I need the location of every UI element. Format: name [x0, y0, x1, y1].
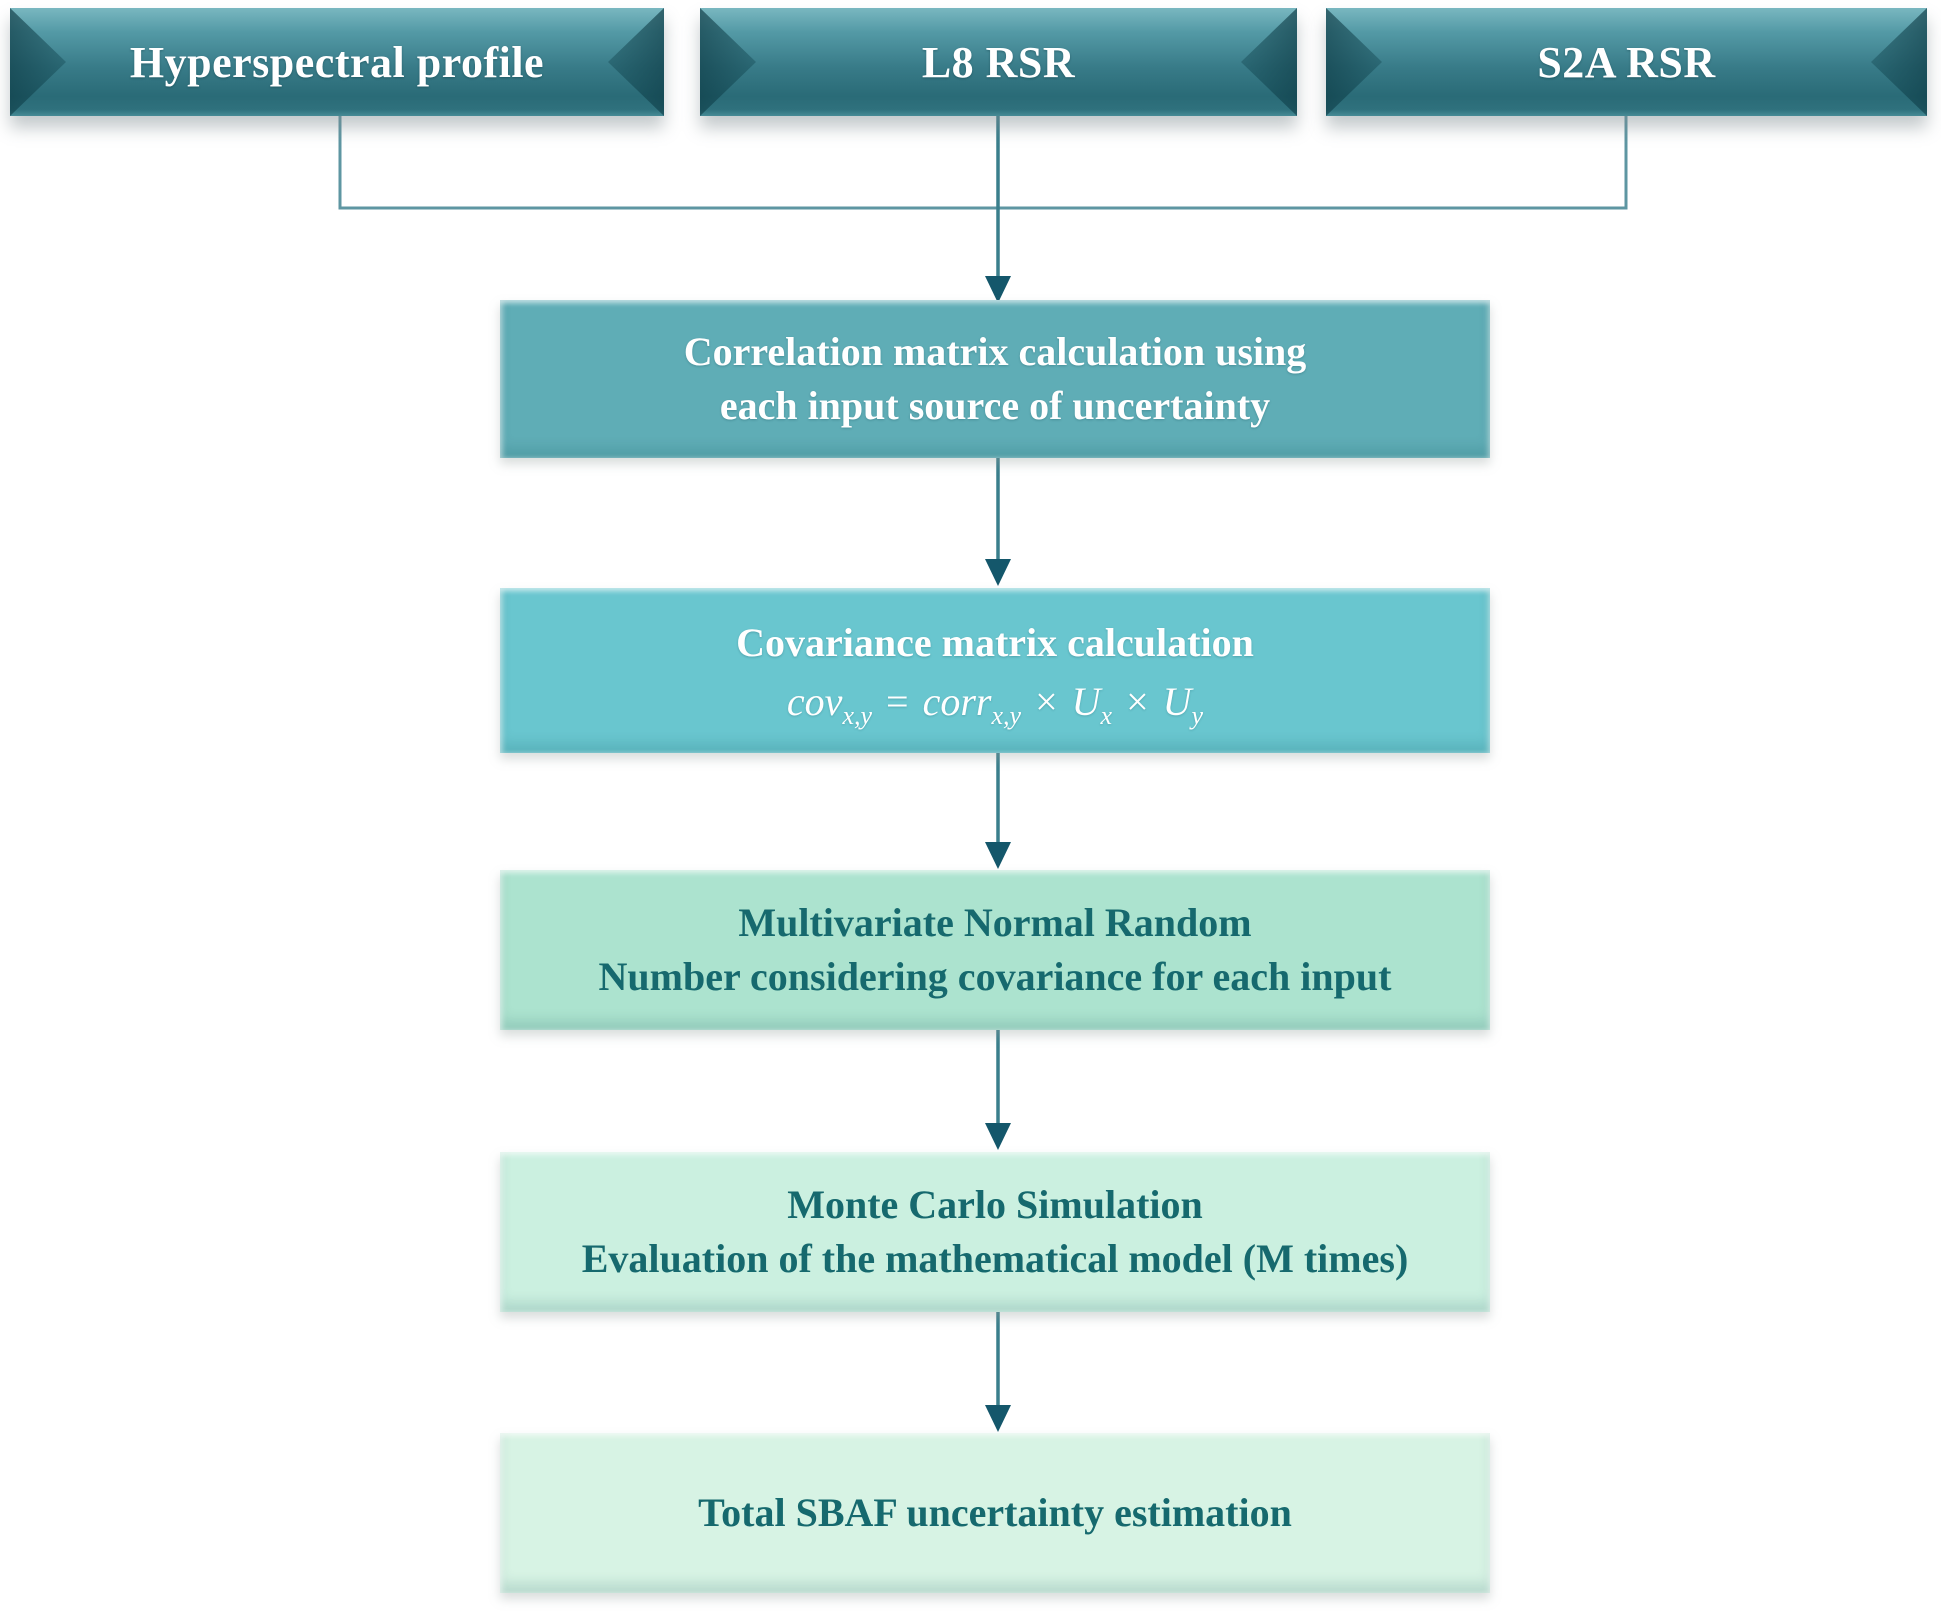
- input-box-label: S2A RSR: [1537, 37, 1716, 87]
- step-text-line: each input source of uncertainty: [719, 383, 1271, 428]
- formula-rhs-subscript: x,y: [991, 701, 1022, 730]
- formula-rhs: corr: [922, 679, 992, 724]
- formula-times: ×: [1126, 679, 1149, 724]
- input-box-l8-rsr: L8 RSR: [700, 8, 1297, 116]
- merge-connector-line: [338, 116, 1628, 210]
- step-text-line: Evaluation of the mathematical model (M …: [581, 1236, 1409, 1281]
- step-covariance-matrix: Covariance matrix calculation covx,y=cor…: [500, 588, 1490, 753]
- step-multivariate-normal-random: Multivariate Normal Random Number consid…: [500, 870, 1490, 1030]
- input-box-s2a-rsr: S2A RSR: [1326, 8, 1927, 116]
- input-box-label: L8 RSR: [921, 37, 1076, 87]
- formula-uy: U: [1162, 679, 1192, 724]
- formula-times: ×: [1035, 679, 1058, 724]
- formula-lhs: cov: [786, 679, 843, 724]
- formula-uy-subscript: y: [1191, 701, 1204, 730]
- step-text-line: Total SBAF uncertainty estimation: [698, 1490, 1292, 1535]
- step-correlation-matrix: Correlation matrix calculation using eac…: [500, 300, 1490, 458]
- input-box-hyperspectral-profile: Hyperspectral profile: [10, 8, 664, 116]
- step-text-line: Covariance matrix calculation: [736, 620, 1254, 665]
- step-total-sbaf-uncertainty: Total SBAF uncertainty estimation: [500, 1433, 1490, 1593]
- arrowhead-to-correlation: [985, 276, 1011, 303]
- step-text-line: Number considering covariance for each i…: [598, 954, 1392, 999]
- arrowhead-to-montecarlo: [985, 1123, 1011, 1150]
- step-text-line: Correlation matrix calculation using: [683, 329, 1307, 374]
- step-text-line: Monte Carlo Simulation: [787, 1182, 1203, 1227]
- formula-lhs-subscript: x,y: [842, 701, 873, 730]
- formula-ux: U: [1071, 679, 1101, 724]
- step-text-line: Multivariate Normal Random: [738, 900, 1252, 945]
- arrowhead-to-covariance: [985, 559, 1011, 586]
- arrowhead-to-total: [985, 1405, 1011, 1432]
- formula-equals: =: [886, 679, 909, 724]
- arrowhead-to-multivariate: [985, 842, 1011, 869]
- formula-ux-subscript: x: [1100, 701, 1113, 730]
- step-monte-carlo-simulation: Monte Carlo Simulation Evaluation of the…: [500, 1152, 1490, 1312]
- input-box-label: Hyperspectral profile: [129, 37, 545, 87]
- covariance-formula: covx,y=corrx,y×Ux×Uy: [786, 678, 1203, 729]
